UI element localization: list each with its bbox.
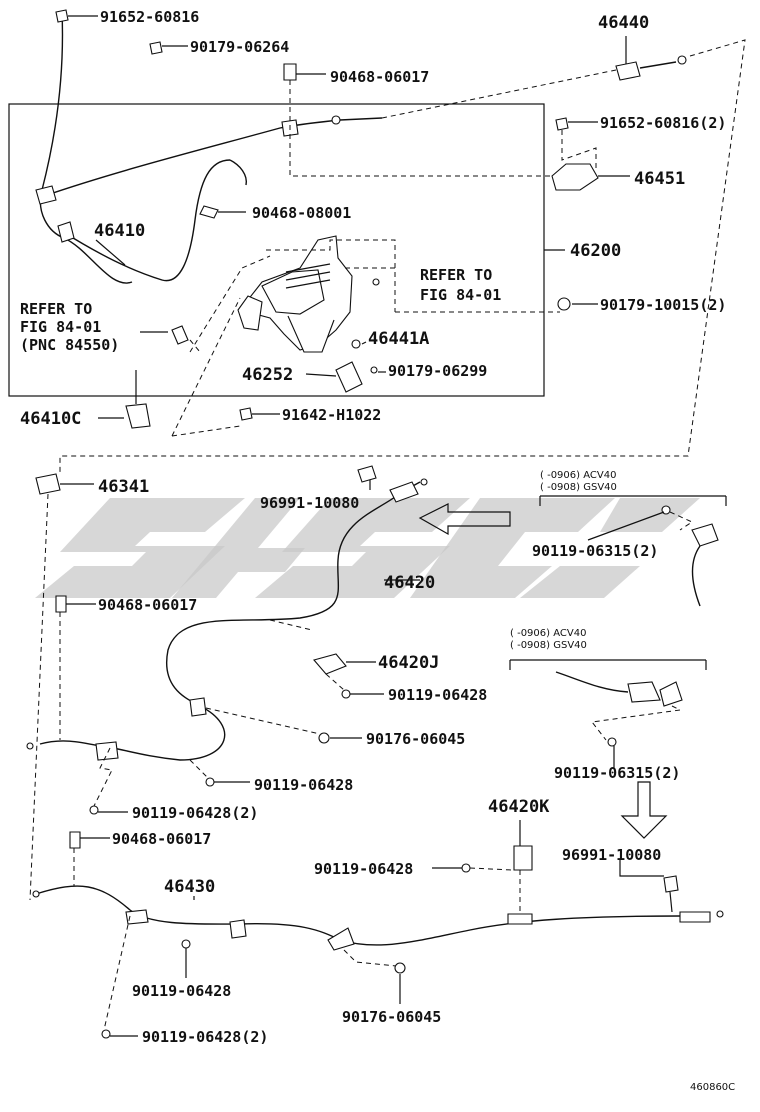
label-90119-06428-2b: 90119-06428(2) xyxy=(142,1028,268,1046)
inset-a xyxy=(539,495,727,607)
clip-90468-06017-low xyxy=(69,831,81,849)
label-90119-06428-2a: 90119-06428(2) xyxy=(132,804,258,822)
direction-arrow-left xyxy=(418,503,511,536)
label-90119-06428-c: 90119-06428 xyxy=(314,860,413,878)
label-90468-08001: 90468-08001 xyxy=(252,204,351,222)
note-b-gsv40: ( -0908) GSV40 xyxy=(510,640,587,651)
label-fig-84-01-a: FIG 84-01 xyxy=(420,286,501,304)
label-refer-to-a: REFER TO xyxy=(420,266,492,284)
bolt-90119-06428-b xyxy=(205,777,215,787)
label-fig-84-01-b: FIG 84-01 xyxy=(20,318,101,336)
front-cable-46410 xyxy=(35,11,383,284)
watermark-logo xyxy=(35,498,700,598)
label-90468-06017-c: 90468-06017 xyxy=(112,830,211,848)
label-46341: 46341 xyxy=(98,477,149,497)
label-46420: 46420 xyxy=(384,573,435,593)
nut-90179-10015 xyxy=(557,297,571,311)
note-b-acv40: ( -0906) ACV40 xyxy=(510,628,586,639)
clip-90468-08001 xyxy=(199,205,219,219)
label-96991-10080-a: 96991-10080 xyxy=(260,494,359,512)
bolt-90119-06428-2a xyxy=(89,805,99,815)
bracket-46420k xyxy=(513,845,533,871)
label-90176-06045-a: 90176-06045 xyxy=(366,730,465,748)
label-90179-10015-2: 90179-10015(2) xyxy=(600,296,726,314)
part-46252-bracket xyxy=(335,361,363,393)
label-90119-06428-b: 90119-06428 xyxy=(254,776,353,794)
label-90119-06315-2b: 90119-06315(2) xyxy=(554,764,680,782)
bracket-46420j xyxy=(313,653,347,675)
rear-cable-46430 xyxy=(32,860,724,951)
inset-b xyxy=(509,659,707,768)
label-46420k: 46420K xyxy=(488,797,550,817)
label-91652-60816-2: 91652-60816(2) xyxy=(600,114,726,132)
label-90176-06045-b: 90176-06045 xyxy=(342,1008,441,1026)
cable-end-46440 xyxy=(59,36,746,474)
clip-46341 xyxy=(35,473,61,495)
label-90179-06264: 90179-06264 xyxy=(190,38,289,56)
label-46252: 46252 xyxy=(242,365,293,385)
label-90119-06428-a: 90119-06428 xyxy=(388,686,487,704)
bolt-refer-84550 xyxy=(171,325,189,345)
label-pnc-84550: (PNC 84550) xyxy=(20,336,119,354)
label-90119-06315-2a: 90119-06315(2) xyxy=(532,542,658,560)
note-a-acv40: ( -0906) ACV40 xyxy=(540,470,616,481)
label-46440: 46440 xyxy=(598,13,649,33)
label-46200: 46200 xyxy=(570,241,621,261)
label-91652-60816: 91652-60816 xyxy=(100,8,199,26)
direction-arrow-down xyxy=(620,781,668,839)
label-46420j: 46420J xyxy=(378,653,439,673)
label-46410c: 46410C xyxy=(20,409,81,429)
top-fasteners xyxy=(55,9,554,177)
label-90179-06299: 90179-06299 xyxy=(388,362,487,380)
label-96991-10080-b: 96991-10080 xyxy=(562,846,661,864)
rear-cable-46420 xyxy=(26,465,428,761)
label-46410: 46410 xyxy=(94,221,145,241)
grommet-90176-06045-a xyxy=(318,732,330,744)
clip-90468-06017-mid xyxy=(55,595,67,613)
note-a-gsv40: ( -0908) GSV40 xyxy=(540,482,617,493)
label-90468-06017-b: 90468-06017 xyxy=(98,596,197,614)
figure-code: 460860C xyxy=(690,1082,735,1093)
label-90468-06017-a: 90468-06017 xyxy=(330,68,429,86)
clip-46410c xyxy=(125,403,151,429)
parking-brake-lever xyxy=(237,235,380,393)
label-refer-to-b: REFER TO xyxy=(20,300,92,318)
bolt-90119-06428-d xyxy=(181,939,191,949)
bolt-90119-06428-2b xyxy=(101,1029,111,1039)
bracket-46451 xyxy=(551,117,630,191)
label-91642-h1022: 91642-H1022 xyxy=(282,406,381,424)
label-90119-06428-d: 90119-06428 xyxy=(132,982,231,1000)
label-46451: 46451 xyxy=(634,169,685,189)
grommet-90176-06045-b xyxy=(394,962,406,974)
bolt-91642-h1022 xyxy=(239,407,253,421)
label-46430: 46430 xyxy=(164,877,215,897)
label-46441a: 46441A xyxy=(368,329,429,349)
